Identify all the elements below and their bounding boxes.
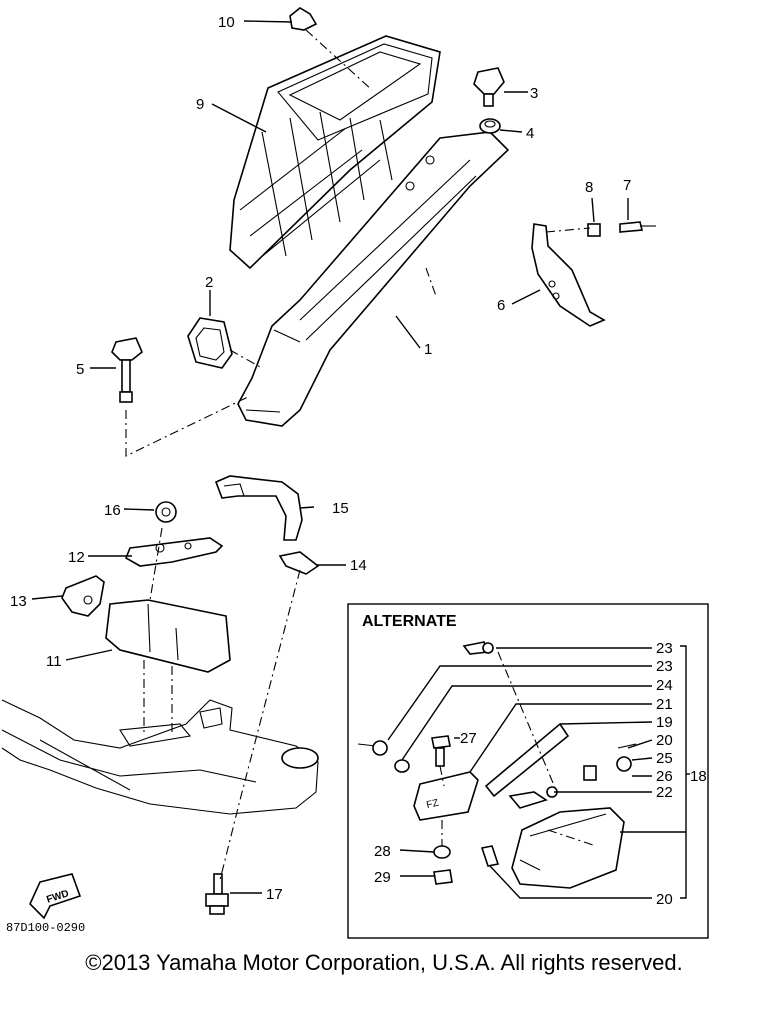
part-label-12: 12 [68,549,85,566]
part-label-1: 1 [424,341,432,358]
parts-diagram: FWD ALTERNATE [1,7,709,939]
part-label-16: 16 [104,502,121,519]
collar-part [587,223,601,237]
part-label-2: 2 [205,274,213,291]
alt-bolt-part [431,735,451,767]
handle-part [214,475,303,541]
part-label-9: 9 [196,96,204,113]
part-label-28: 28 [374,843,391,860]
clip-part [289,7,318,31]
alt-nut-part [433,845,451,859]
part-label-29: 29 [374,869,391,886]
part-label-14: 14 [350,557,367,574]
part-label-17: 17 [266,886,283,903]
storage-box-part [105,599,231,673]
alternate-panel: ALTERNATE FZ [347,603,709,939]
svg-text:FZ: FZ [425,798,440,812]
copyright-notice: ©2013 Yamaha Motor Corporation, U.S.A. A… [85,950,683,975]
alt-washer-part [394,759,410,773]
screw-part [619,221,656,233]
wing-bolt-part [473,67,505,107]
part-label-26: 26 [656,768,673,785]
part-label-3: 3 [530,85,538,102]
wing-bolt-long-part [111,337,143,403]
leader-lines [31,20,629,894]
alt-screw-left-part [357,740,388,756]
alt-side-cover-part: FZ [413,771,479,821]
reference-code: 87D100-0290 [6,921,86,935]
alternate-title: ALTERNATE [362,613,457,630]
part-label-5: 5 [76,361,84,378]
part-label-22: 22 [656,784,673,801]
alt-cover-body-part [511,807,625,889]
part-label-25: 25 [656,750,673,767]
part-label-13: 13 [10,593,27,610]
forward-arrow-icon: FWD [29,873,82,920]
frame-section-part [1,699,319,815]
air-box-part [229,35,441,270]
part-label-15: 15 [332,500,349,517]
rubber-nut-part [155,501,177,523]
frame-rail-part [237,131,510,427]
part-label-6: 6 [497,297,505,314]
part-label-23b: 23 [656,658,673,675]
bracket-part [531,223,606,327]
alt-nut-lower-part [433,869,453,885]
part-label-10: 10 [218,14,235,31]
part-label-7: 7 [623,177,631,194]
clamp-part [278,551,320,575]
part-label-23a: 23 [656,640,673,657]
alt-rail-part [484,722,570,798]
alt-screw-top-part [462,641,494,655]
nut-part [479,118,501,134]
alt-screw-right-part [583,743,637,781]
part-label-20a: 20 [656,732,673,749]
alt-collar-part [480,845,500,867]
part-label-4: 4 [526,125,534,142]
side-bracket-part [61,575,105,617]
alt-clip-part [508,786,558,809]
flange-bolt-part [205,873,229,915]
part-label-19: 19 [656,714,673,731]
part-label-24: 24 [656,677,673,694]
part-label-27: 27 [460,730,477,747]
part-label-8: 8 [585,179,593,196]
part-label-21: 21 [656,696,673,713]
part-label-11: 11 [46,653,62,670]
upper-bracket-part [124,537,224,567]
part-label-18: 18 [690,768,707,785]
grommet-part [187,317,233,369]
alignment-lines [125,29,591,881]
part-label-20b: 20 [656,891,673,908]
part-number-labels: 10 9 3 4 8 7 2 6 1 5 16 15 12 14 13 11 1… [10,14,707,908]
